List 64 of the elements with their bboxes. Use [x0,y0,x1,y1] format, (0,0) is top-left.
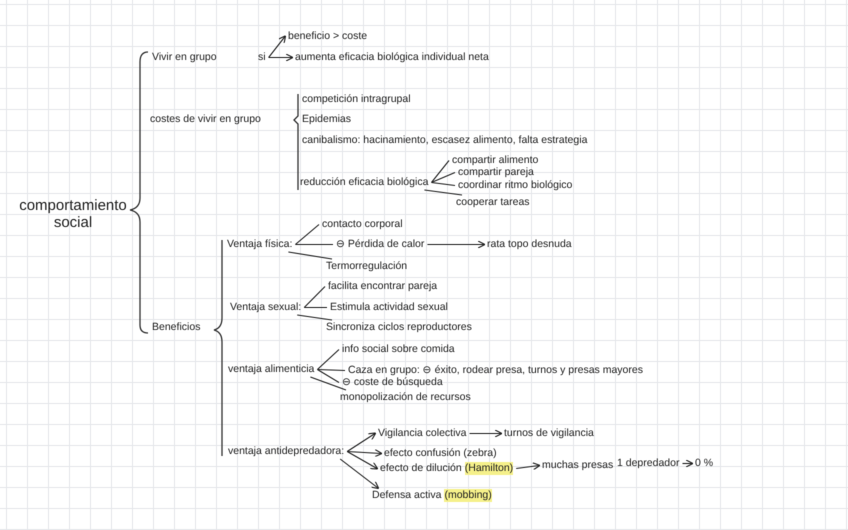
node-text: Vigilancia colectiva [378,427,467,440]
node-text: contacto corporal [322,218,403,231]
node-text: efecto confusión (zebra) [384,447,497,460]
connector-line [295,224,320,245]
node-text: rata topo desnuda [487,238,572,251]
arrow [516,462,541,470]
connector-line [304,306,327,308]
node-text: Caza en grupo: ⊖ éxito, rodear presa, turnos y presas mayores [348,364,643,377]
node-text: Termorregulación [326,260,408,273]
arrow [268,53,294,62]
connector-line [304,286,326,308]
node-text: Sincroniza ciclos reproductores [326,321,472,334]
node-text: 0 % [695,457,714,470]
node-text: turnos de vigilancia [504,427,594,440]
arrow [682,459,694,468]
connector-line [310,376,346,391]
node-text: Vivir en grupo [152,51,217,64]
node-text: ventaja alimenticia [228,363,314,376]
node-text: info social sobre comida [342,343,455,356]
connector-line [317,368,346,372]
connector-line [295,244,333,246]
node-text: cooperar tareas [456,196,530,209]
central-topic: comportamiento social [19,197,127,231]
node-text: compartir pareja [458,166,534,179]
connector-line [430,160,450,183]
highlighted-note: (mobbing) [444,489,492,502]
arrow [346,432,376,452]
node-text: Epidemias [302,113,352,126]
node-text: 1 depredador [617,457,680,470]
connector-line [317,349,340,370]
connector-line [431,172,456,183]
node-text: beneficio > coste [288,30,368,43]
node-text: facilita encontrar pareja [328,280,438,293]
node-text: ventaja antidepredadora: [228,445,344,458]
connector-line [288,251,332,260]
node-text: muchas presas [542,459,614,472]
connector-line [317,369,340,383]
node-text: compartir alimento [452,154,538,167]
node-text: costes de vivir en grupo [150,113,261,126]
arrow [470,429,503,438]
node-text: Ventaja física: [227,238,292,251]
node-text: Beneficios [152,321,200,334]
node-text: Ventaja sexual: [230,301,302,314]
node-text: Estimula actividad sexual [330,301,448,314]
node-text: reducción eficacia biológica [300,176,428,189]
arrow [340,458,380,490]
highlighted-note: (Hamilton) [464,462,514,475]
arrow [346,451,378,470]
node-text: si [258,51,266,64]
arrow [268,35,286,58]
connector-line [297,314,332,321]
node-text: aumenta eficacia biológica individual neta [295,51,489,64]
node-text: ⊖ Pérdida de calor [336,238,424,251]
arrow [347,449,383,458]
node-text: competición intragrupal [302,93,411,106]
node-text: ⊖ coste de búsqueda [342,376,443,389]
node-text: efecto de dilución [380,462,462,475]
connector-line [431,182,456,186]
node-text: canibalismo: hacinamiento, escasez alimento, falta estrategia [302,134,588,147]
connector-line [424,189,462,196]
node-text: monopolización de recursos [340,391,471,404]
node-text: coordinar ritmo biológico [458,179,572,192]
node-text: Defensa activa [372,489,442,502]
arrow [427,240,486,249]
